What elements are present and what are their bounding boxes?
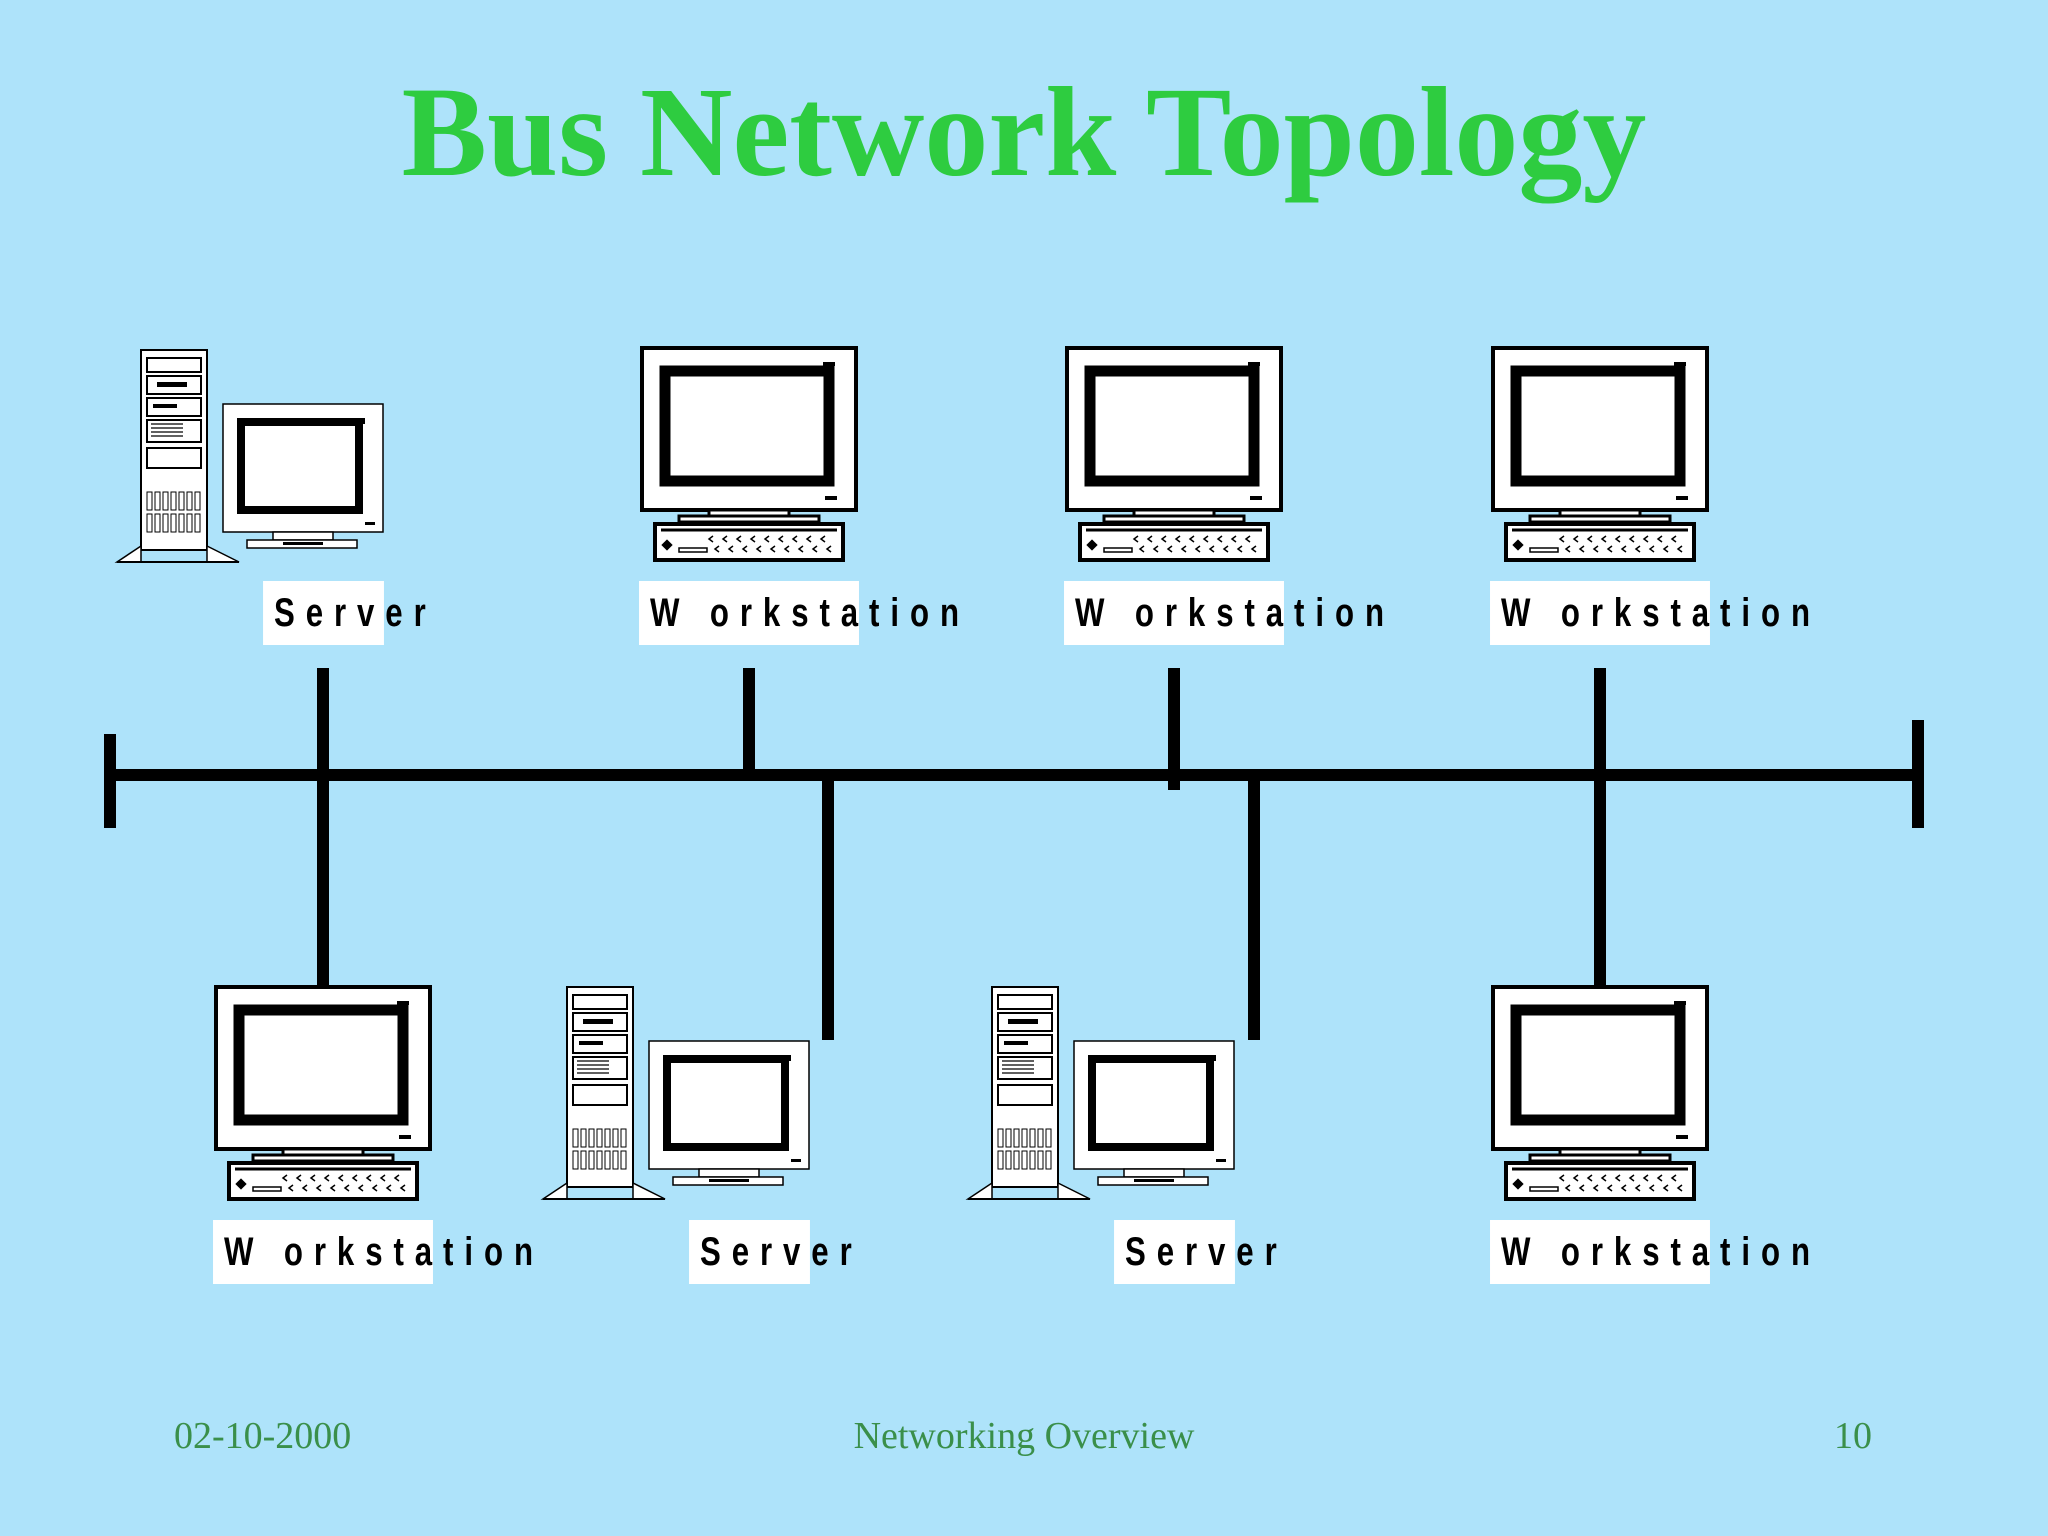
- footer-title: Networking Overview: [853, 1415, 1195, 1457]
- workstation-computer-icon: [214, 985, 432, 1201]
- server-label: Server: [1113, 1220, 1276, 1284]
- workstation-label: W orkstation: [639, 581, 959, 645]
- server-label: Server: [688, 1220, 851, 1284]
- slide-title: Bus Network Topology: [401, 61, 1647, 203]
- workstation-label: W orkstation: [1490, 1220, 1810, 1284]
- node-icons: [114, 346, 1709, 1201]
- workstation-computer-icon: [640, 346, 858, 562]
- server-computer-icon: [965, 986, 1235, 1200]
- workstation-label: W orkstation: [1490, 581, 1810, 645]
- footer-date: 02-10-2000: [174, 1415, 352, 1457]
- server-label: Server: [262, 581, 425, 645]
- server-computer-icon: [114, 349, 384, 563]
- server-computer-icon: [540, 986, 810, 1200]
- workstation-label: W orkstation: [213, 1220, 533, 1284]
- workstation-label: W orkstation: [1064, 581, 1384, 645]
- workstation-computer-icon: [1491, 985, 1709, 1201]
- workstation-computer-icon: [1491, 346, 1709, 562]
- bus-drop-lines: [317, 668, 1606, 1040]
- bus-backbone: [104, 720, 1924, 828]
- footer-page-number: 10: [1834, 1415, 1872, 1457]
- workstation-computer-icon: [1065, 346, 1283, 562]
